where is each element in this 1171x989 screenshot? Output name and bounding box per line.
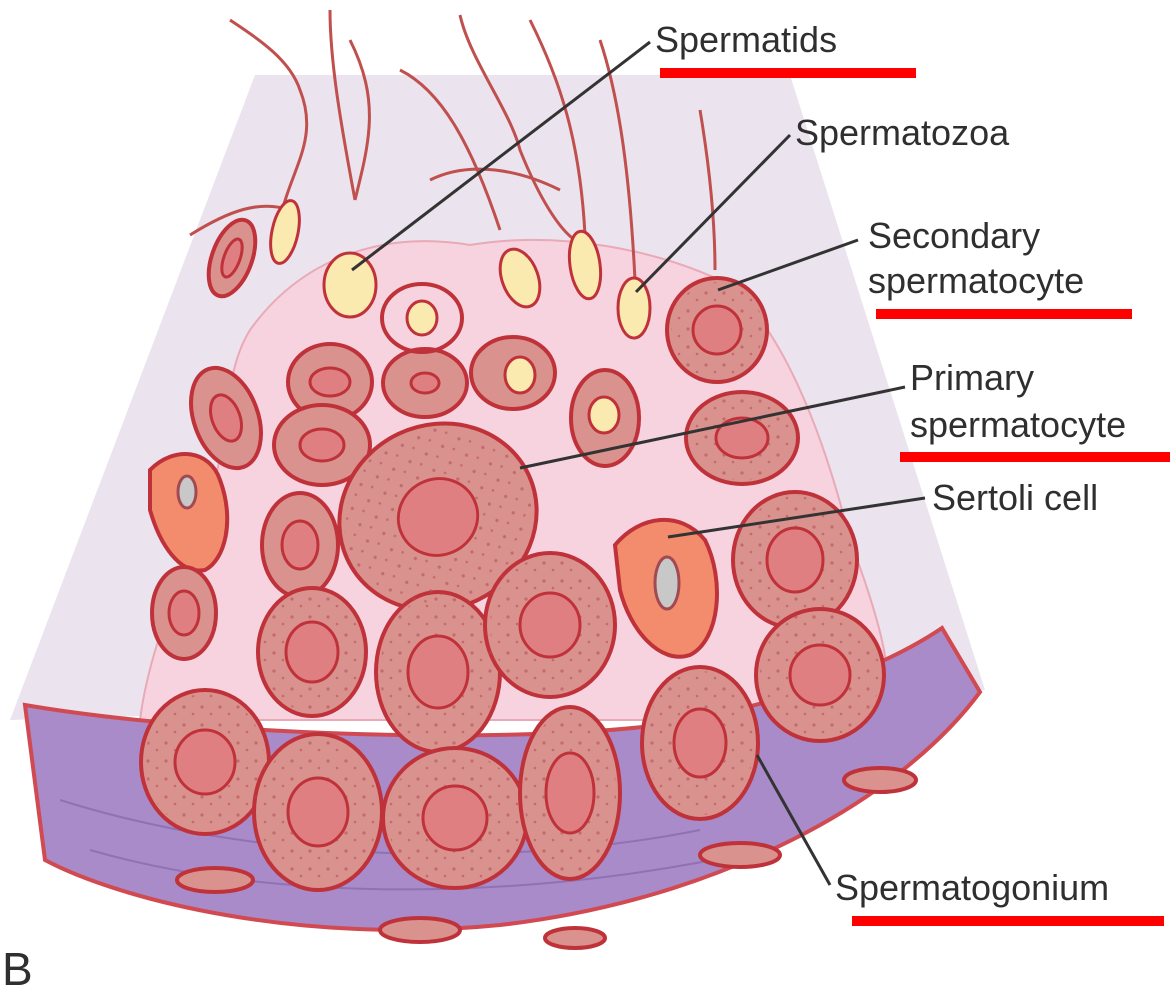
label-sertoli-cell: Sertoli cell — [932, 477, 1098, 518]
label-spermatogonium: Spermatogonium — [835, 867, 1109, 908]
label-secondary-spermatocyte: spermatocyte — [868, 260, 1084, 301]
spermatozoon — [618, 278, 650, 338]
blank-spermatids — [660, 68, 916, 78]
label-spermatids: Spermatids — [655, 19, 837, 60]
blank-spermatogonium — [852, 916, 1164, 926]
label-spermatozoa: Spermatozoa — [795, 112, 1010, 153]
label-secondary: Secondary — [868, 215, 1040, 256]
blank-secondary-spermatocyte — [876, 309, 1132, 319]
blank-primary-spermatocyte — [900, 452, 1170, 462]
label-primary-spermatocyte: spermatocyte — [910, 404, 1126, 445]
spermatid-head — [324, 253, 376, 317]
panel-letter: B — [2, 943, 33, 989]
label-primary: Primary — [910, 357, 1034, 398]
